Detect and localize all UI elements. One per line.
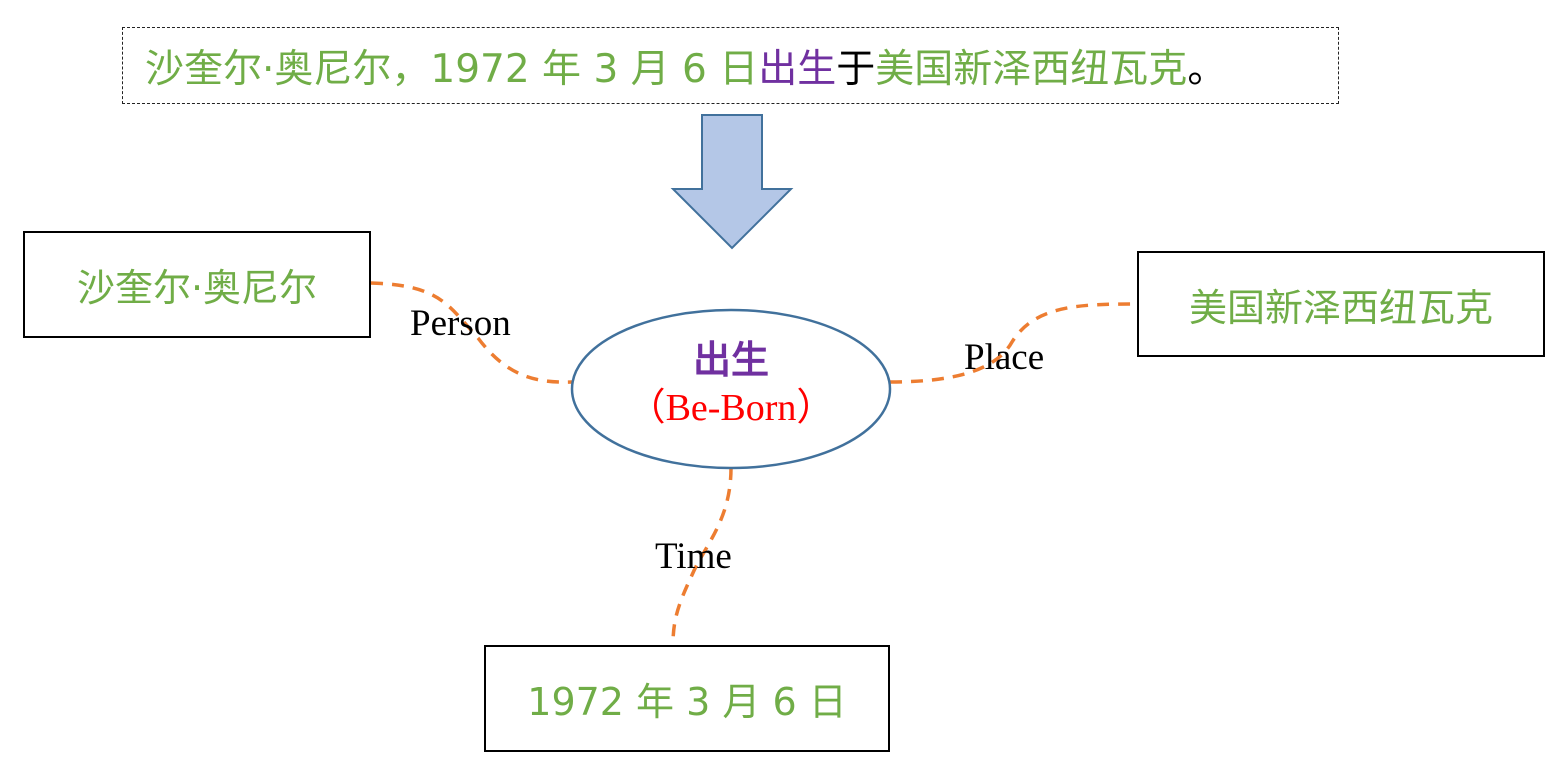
sentence-person-time: 沙奎尔·奥尼尔，1972 年 3 月 6 日: [145, 46, 759, 92]
source-sentence: 沙奎尔·奥尼尔，1972 年 3 月 6 日出生于美国新泽西纽瓦克。: [122, 27, 1339, 104]
event-node: 出生 （Be-Born）: [572, 310, 890, 468]
connector-time: [671, 467, 733, 646]
person-argument-box: 沙奎尔·奥尼尔: [23, 231, 371, 338]
sentence-place: 美国新泽西纽瓦克: [875, 46, 1188, 92]
event-ellipse: [570, 308, 892, 470]
time-argument-text: 1972 年 3 月 6 日: [527, 680, 847, 724]
down-arrow-icon: [670, 114, 794, 250]
event-type-label: （Be-Born）: [627, 387, 835, 429]
connector-person: [370, 281, 573, 384]
event-trigger-label: 出生: [692, 338, 769, 382]
person-argument-text: 沙奎尔·奥尼尔: [76, 266, 318, 310]
sentence-period: 。: [1187, 46, 1227, 92]
time-argument-box: 1972 年 3 月 6 日: [484, 645, 890, 752]
sentence-preposition: 于: [836, 46, 876, 92]
role-label-person: Person: [410, 303, 511, 344]
role-label-time: Time: [655, 536, 732, 577]
connector-place: [889, 302, 1138, 384]
role-label-place: Place: [964, 337, 1045, 378]
sentence-trigger: 出生: [758, 46, 837, 92]
place-argument-box: 美国新泽西纽瓦克: [1137, 251, 1545, 357]
place-argument-text: 美国新泽西纽瓦克: [1188, 285, 1493, 330]
